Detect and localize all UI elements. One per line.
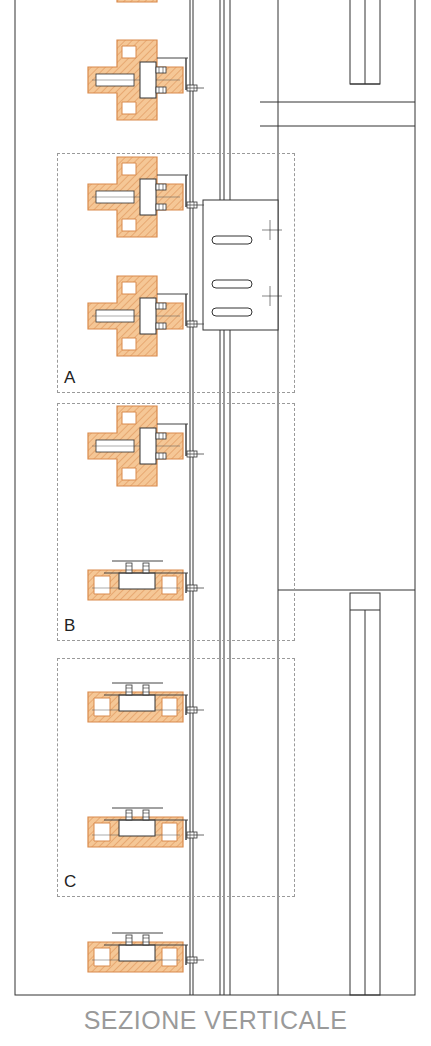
detail-letter: A [64,368,75,388]
caption: SEZIONE VERTICALE [0,1006,431,1035]
detail-frame: A [57,153,295,393]
detail-letter: C [64,872,76,892]
detail-letter: B [64,616,75,636]
detail-frame: C [57,658,295,897]
detail-frame: B [57,403,295,641]
